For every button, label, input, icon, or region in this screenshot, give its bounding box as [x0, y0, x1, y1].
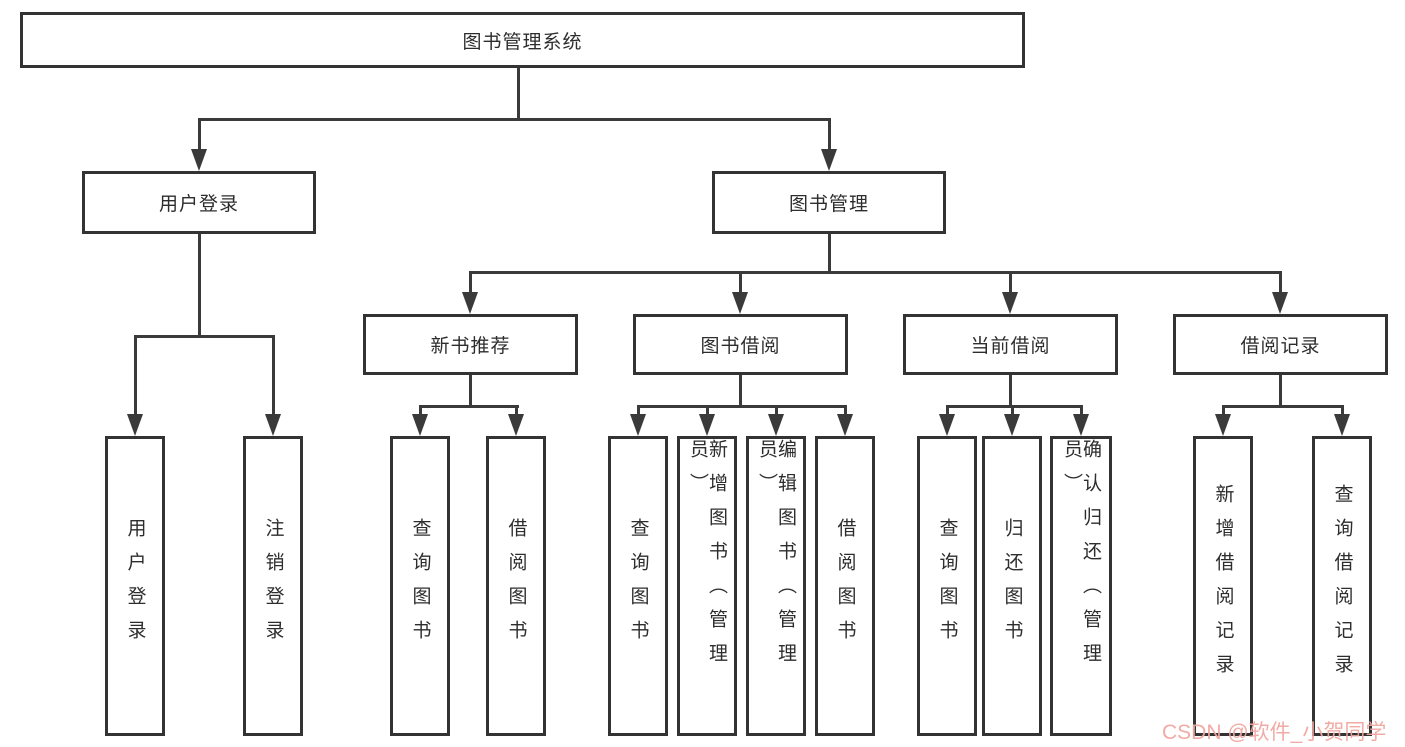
- connector-line: [1011, 405, 1014, 416]
- connector-line: [198, 234, 201, 337]
- connector-line: [1222, 405, 1343, 408]
- leaf-return-books: 归还图书: [982, 436, 1042, 736]
- connector-line: [469, 271, 472, 294]
- connector-line: [739, 271, 742, 294]
- connector-line: [706, 405, 709, 416]
- connector-line: [515, 405, 518, 416]
- node-book-management: 图书管理: [712, 171, 946, 234]
- connector-line: [637, 405, 640, 416]
- connector-line: [272, 335, 275, 415]
- connector-line: [1279, 271, 1282, 294]
- node-user-login: 用户登录: [82, 171, 316, 234]
- connector-line: [1009, 375, 1012, 408]
- arrow-down-icon: [1215, 414, 1231, 436]
- arrow-down-icon: [412, 414, 428, 436]
- connector-line: [1341, 405, 1344, 416]
- connector-line: [775, 405, 778, 416]
- arrow-down-icon: [699, 414, 715, 436]
- leaf-borrow-books: 借阅图书: [815, 436, 875, 736]
- arrow-down-icon: [630, 414, 646, 436]
- arrow-down-icon: [837, 414, 853, 436]
- leaf-query-borrow-record: 查询借阅记录: [1312, 436, 1372, 736]
- arrow-down-icon: [127, 414, 143, 436]
- leaf-recommend-borrow-books: 借阅图书: [486, 436, 546, 736]
- connector-line: [134, 335, 137, 415]
- connector-line: [828, 234, 831, 274]
- node-root: 图书管理系统: [20, 12, 1025, 68]
- connector-line: [739, 375, 742, 408]
- connector-line: [198, 118, 831, 121]
- connector-line: [637, 405, 847, 408]
- arrow-down-icon: [732, 292, 748, 314]
- connector-line: [134, 335, 275, 338]
- connector-line: [198, 118, 201, 151]
- connector-line: [1009, 271, 1012, 294]
- leaf-recommend-query-books: 查询图书: [390, 436, 450, 736]
- connector-line: [946, 405, 1082, 408]
- node-book-borrow: 图书借阅: [633, 314, 848, 375]
- connector-line: [828, 118, 831, 151]
- leaf-logout-login: 注销登录: [243, 436, 303, 736]
- connector-line: [1080, 405, 1083, 416]
- connector-line: [1279, 375, 1282, 408]
- leaf-current-query-books: 查询图书: [917, 436, 977, 736]
- connector-line: [844, 405, 847, 416]
- connector-line: [469, 375, 472, 408]
- arrow-down-icon: [939, 414, 955, 436]
- watermark-text: CSDN @软件_小贺同学: [1162, 721, 1387, 744]
- node-borrow-records: 借阅记录: [1173, 314, 1388, 375]
- arrow-down-icon: [1002, 292, 1018, 314]
- leaf-user-login: 用户登录: [105, 436, 165, 736]
- arrow-down-icon: [1004, 414, 1020, 436]
- node-new-book-recommend: 新书推荐: [363, 314, 578, 375]
- leaf-add-book-admin: 新增图书（管理员）: [677, 436, 737, 736]
- arrow-down-icon: [1073, 414, 1089, 436]
- connector-line: [946, 405, 949, 416]
- arrow-down-icon: [508, 414, 524, 436]
- leaf-borrow-query-books: 查询图书: [608, 436, 668, 736]
- connector-line: [517, 68, 520, 120]
- arrow-down-icon: [821, 149, 837, 171]
- node-current-borrow: 当前借阅: [903, 314, 1118, 375]
- arrow-down-icon: [1272, 292, 1288, 314]
- leaf-add-borrow-record: 新增借阅记录: [1193, 436, 1253, 736]
- connector-line: [419, 405, 422, 416]
- arrow-down-icon: [191, 149, 207, 171]
- leaf-confirm-return-admin: 确认归还（管理员）: [1050, 436, 1112, 736]
- arrow-down-icon: [768, 414, 784, 436]
- arrow-down-icon: [265, 414, 281, 436]
- arrow-down-icon: [462, 292, 478, 314]
- connector-line: [419, 405, 519, 408]
- arrow-down-icon: [1334, 414, 1350, 436]
- connector-line: [1222, 405, 1225, 416]
- connector-line: [469, 271, 1282, 274]
- leaf-edit-book-admin: 编辑图书（管理员）: [746, 436, 806, 736]
